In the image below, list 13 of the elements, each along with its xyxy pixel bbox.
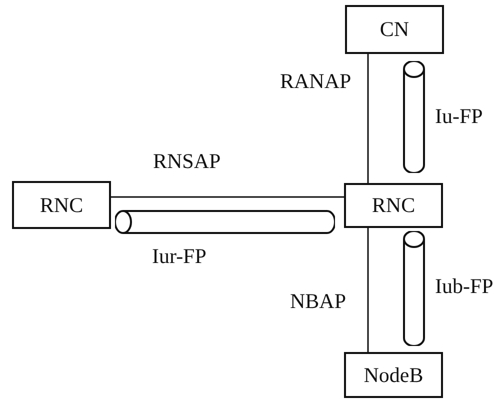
pipe-label: Iur-FP xyxy=(152,244,206,269)
connector-line xyxy=(367,54,369,183)
pipe-cylinder xyxy=(115,210,335,234)
connector-line xyxy=(111,196,344,198)
entity-box: RNC xyxy=(344,183,443,228)
pipe-label: Iu-FP xyxy=(435,104,483,129)
connector-line xyxy=(367,228,369,352)
entity-box: RNC xyxy=(12,181,111,229)
entity-box: NodeB xyxy=(344,352,443,398)
pipe-cylinder xyxy=(403,231,425,346)
pipe-label: Iub-FP xyxy=(435,274,494,299)
entity-box: CN xyxy=(345,5,444,54)
pipe-cylinder xyxy=(403,61,425,173)
